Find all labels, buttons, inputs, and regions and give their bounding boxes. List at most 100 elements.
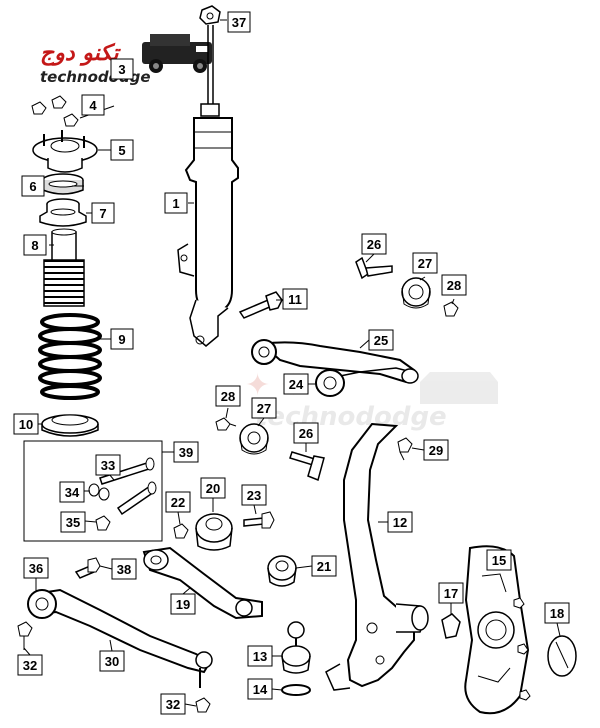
svg-text:25: 25 bbox=[374, 333, 388, 348]
callout-22: 22 bbox=[165, 491, 191, 513]
callout-15: 15 bbox=[486, 549, 512, 571]
part-26-bolt-mid bbox=[289, 451, 325, 482]
svg-text:32: 32 bbox=[166, 697, 180, 712]
watermark-text: technododge bbox=[255, 402, 447, 432]
callout-26-upper: 26 bbox=[361, 233, 387, 255]
svg-text:30: 30 bbox=[105, 654, 119, 669]
part-37-nut bbox=[199, 5, 227, 25]
svg-text:33: 33 bbox=[101, 458, 115, 473]
svg-text:8: 8 bbox=[31, 238, 38, 253]
svg-text:22: 22 bbox=[171, 495, 185, 510]
part-34-washers bbox=[88, 483, 110, 501]
part-23-bolt bbox=[243, 511, 275, 529]
callout-33: 33 bbox=[95, 454, 121, 476]
svg-text:38: 38 bbox=[117, 562, 131, 577]
part-12-knuckle bbox=[325, 422, 429, 691]
part-21-bushing bbox=[267, 555, 297, 587]
callout-28-upper: 28 bbox=[441, 274, 467, 296]
svg-text:15: 15 bbox=[492, 553, 506, 568]
callout-32-left: 32 bbox=[17, 654, 43, 676]
part-28-nut-mid bbox=[215, 417, 237, 431]
part-29-nut bbox=[397, 437, 413, 461]
part-15-shield bbox=[464, 545, 531, 715]
callout-32-bottom: 32 bbox=[160, 693, 186, 715]
callout-14: 14 bbox=[247, 678, 273, 700]
part-24-bushing bbox=[315, 369, 345, 397]
part-4-nuts bbox=[31, 95, 79, 127]
part-25-upper-arm bbox=[251, 339, 419, 384]
svg-text:13: 13 bbox=[253, 649, 267, 664]
svg-text:28: 28 bbox=[447, 278, 461, 293]
svg-text:39: 39 bbox=[179, 445, 193, 460]
leader-lines bbox=[23, 105, 561, 707]
svg-text:28: 28 bbox=[221, 389, 235, 404]
part-27-bushing-upper bbox=[401, 277, 431, 309]
callout-5: 5 bbox=[110, 139, 134, 161]
kit-box-39 bbox=[23, 440, 174, 542]
svg-text:12: 12 bbox=[393, 515, 407, 530]
part-10-isolator bbox=[41, 414, 99, 437]
part-5-top-mount bbox=[32, 130, 98, 173]
callout-3: 3 bbox=[110, 58, 134, 80]
callout-labels: 37 3 4 5 6 7 8 9 10 1 11 26 27 28 25 24 … bbox=[13, 11, 570, 715]
callout-29: 29 bbox=[423, 439, 449, 461]
callout-39: 39 bbox=[173, 441, 199, 463]
svg-text:37: 37 bbox=[232, 15, 246, 30]
callout-4: 4 bbox=[81, 94, 105, 116]
svg-text:27: 27 bbox=[257, 401, 271, 416]
part-26-bolt-upper bbox=[355, 256, 393, 280]
callout-24: 24 bbox=[283, 373, 309, 395]
callout-18: 18 bbox=[544, 602, 570, 624]
svg-text:10: 10 bbox=[19, 417, 33, 432]
svg-text:9: 9 bbox=[118, 332, 125, 347]
technododge-logo: تكنو دوج technododge bbox=[40, 34, 212, 86]
part-28-nut-upper bbox=[443, 301, 459, 317]
logo-arabic: تكنو دوج bbox=[40, 41, 121, 66]
part-27-bushing-mid bbox=[239, 423, 269, 455]
callout-27-upper: 27 bbox=[412, 252, 438, 274]
svg-text:36: 36 bbox=[29, 561, 43, 576]
callout-6: 6 bbox=[21, 175, 45, 197]
callout-37: 37 bbox=[227, 11, 251, 33]
callout-12: 12 bbox=[387, 511, 413, 533]
part-14-ring bbox=[281, 684, 311, 696]
callout-20: 20 bbox=[200, 477, 226, 499]
callout-23: 23 bbox=[241, 484, 267, 506]
svg-text:35: 35 bbox=[66, 515, 80, 530]
part-20-bushing bbox=[195, 513, 233, 551]
callout-7: 7 bbox=[91, 202, 115, 224]
svg-text:23: 23 bbox=[247, 488, 261, 503]
part-17-nut bbox=[441, 613, 461, 639]
jeep-icon bbox=[142, 34, 212, 73]
svg-text:11: 11 bbox=[288, 292, 302, 307]
callout-1: 1 bbox=[164, 192, 188, 214]
callout-25: 25 bbox=[368, 329, 394, 351]
svg-text:14: 14 bbox=[253, 682, 268, 697]
part-18-cap bbox=[547, 635, 577, 677]
callout-26-mid: 26 bbox=[293, 422, 319, 444]
svg-text:18: 18 bbox=[550, 606, 564, 621]
svg-text:6: 6 bbox=[29, 179, 36, 194]
callout-35: 35 bbox=[60, 511, 86, 533]
part-38-bolt bbox=[74, 557, 101, 579]
svg-text:34: 34 bbox=[65, 485, 80, 500]
part-7-seat bbox=[39, 198, 87, 227]
callout-11: 11 bbox=[282, 288, 308, 310]
svg-text:20: 20 bbox=[206, 481, 220, 496]
part-13-ball-joint bbox=[281, 621, 311, 674]
svg-text:26: 26 bbox=[299, 426, 313, 441]
part-35-nuts bbox=[95, 515, 111, 531]
svg-text:5: 5 bbox=[118, 143, 125, 158]
callout-36: 36 bbox=[23, 557, 49, 579]
part-30-lower-arm bbox=[27, 588, 213, 688]
svg-text:27: 27 bbox=[418, 256, 432, 271]
callout-38: 38 bbox=[111, 558, 137, 580]
part-32-nut-bottom bbox=[195, 697, 211, 713]
svg-text:29: 29 bbox=[429, 443, 443, 458]
callout-34: 34 bbox=[59, 481, 85, 503]
svg-text:26: 26 bbox=[367, 237, 381, 252]
svg-text:17: 17 bbox=[444, 586, 458, 601]
part-19-tension-arm bbox=[142, 546, 263, 620]
